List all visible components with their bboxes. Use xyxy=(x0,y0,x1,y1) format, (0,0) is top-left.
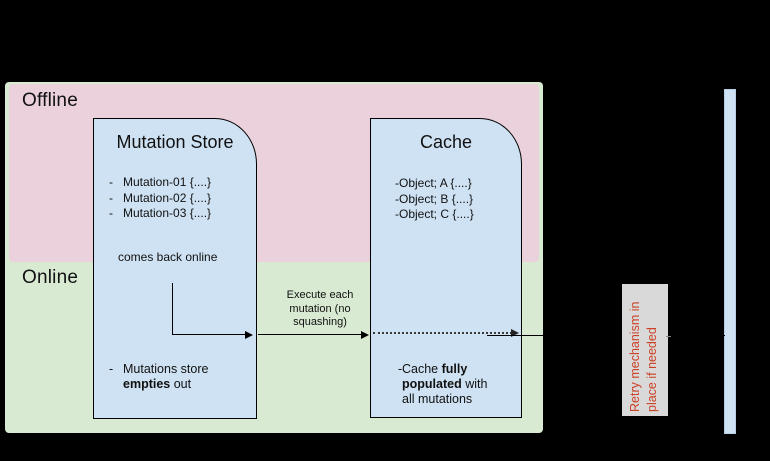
bullet-dash: - xyxy=(395,207,399,221)
cache-apply-dotted-connector xyxy=(373,332,512,334)
cache-to-retry-connector xyxy=(487,335,725,336)
mutation-store-note-text: Mutations store empties out xyxy=(123,362,208,392)
list-item: - Object; C {....} xyxy=(371,207,521,223)
cache-list: - Object; A {....} - Object; B {....} - … xyxy=(371,176,521,223)
arrowhead-icon xyxy=(245,331,253,339)
cache-title: Cache xyxy=(419,132,473,152)
elbow-connector-horizontal xyxy=(172,334,248,335)
list-item-text: Mutation-01 {....} xyxy=(123,175,212,189)
elbow-connector-vertical xyxy=(172,283,173,335)
note-bold: empties xyxy=(123,377,171,391)
list-item: - Mutation-01 {....} xyxy=(94,175,256,191)
retry-note-line: place if needed xyxy=(645,327,659,412)
note-line: Mutations store xyxy=(123,362,209,376)
bullet-dash: - xyxy=(109,175,113,189)
execute-mutation-label: Execute each mutation (no squashing) xyxy=(280,289,360,330)
list-item-text: Object; B {....} xyxy=(399,191,474,206)
connector-tick xyxy=(666,336,671,337)
bullet-dash: - xyxy=(109,362,114,376)
list-item: - Mutation-03 {....} xyxy=(94,206,256,222)
note-line: all mutations xyxy=(402,392,473,406)
cache-note-text: Cache fully populated with all mutations xyxy=(402,362,487,407)
bullet-dash: - xyxy=(109,190,113,205)
note-pre: Cache xyxy=(402,362,442,376)
list-item-text: Object; A {....} xyxy=(399,176,472,190)
mutation-store-list: - Mutation-01 {....} - Mutation-02 {....… xyxy=(94,175,256,222)
retry-note-box: Retry mechanism in place if needed xyxy=(622,284,668,416)
note-bold: populated xyxy=(402,377,462,391)
bullet-dash: - xyxy=(109,206,113,220)
offline-region-label: Offline xyxy=(22,90,78,111)
note-bold: fully xyxy=(441,362,468,376)
execute-label-line: mutation (no xyxy=(289,302,351,315)
cache-note: - Cache fully populated with all mutatio… xyxy=(371,362,487,407)
cache-box: Cache - Object; A {....} - Object; B {..… xyxy=(370,118,522,418)
list-item-text: Mutation-02 {....} xyxy=(123,190,212,205)
store-to-cache-connector xyxy=(258,334,362,335)
list-item: - Object; A {....} xyxy=(371,176,521,192)
mutation-store-note: - Mutations store empties out xyxy=(94,362,208,392)
bullet-dash: - xyxy=(395,191,399,206)
mutation-store-title: Mutation Store xyxy=(116,132,234,152)
arrowhead-icon xyxy=(361,331,369,339)
list-item: - Object; B {....} xyxy=(371,192,521,208)
list-item: - Mutation-02 {....} xyxy=(94,191,256,207)
execute-label-line: Execute each xyxy=(286,289,354,301)
retry-mechanism-bar xyxy=(724,89,736,434)
note-rest: out xyxy=(170,377,192,391)
retry-note-line: Retry mechanism in xyxy=(628,301,642,412)
mutation-store-box: Mutation Store - Mutation-01 {....} - Mu… xyxy=(93,118,257,419)
note-rest: with xyxy=(461,377,488,391)
list-item-text: Mutation-03 {....} xyxy=(123,206,212,220)
list-item-text: Object; C {....} xyxy=(399,207,474,221)
bullet-dash: - xyxy=(398,362,403,376)
execute-label-line: squashing) xyxy=(293,316,347,328)
bullet-dash: - xyxy=(395,176,399,190)
arrowhead-icon xyxy=(511,329,519,337)
comes-back-online-text: comes back online xyxy=(118,250,218,264)
retry-note-text: Retry mechanism in place if needed xyxy=(622,284,668,416)
online-region-label: Online xyxy=(22,267,79,288)
